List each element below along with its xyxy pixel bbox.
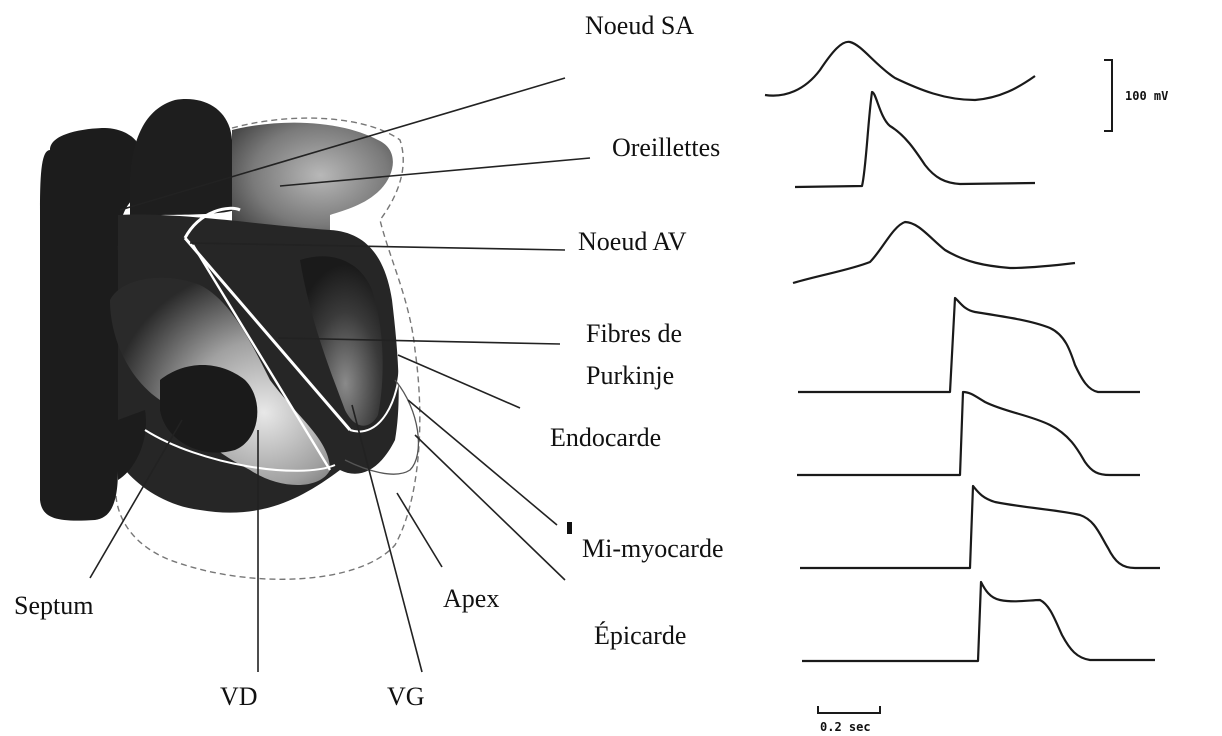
trace-mi-myocarde [800,486,1160,568]
leader-apex [397,493,442,567]
trace-epicarde [802,582,1155,661]
voltage-scale-bar [1104,60,1112,131]
atria [232,123,393,240]
label-vg: VG [387,682,425,711]
trace-purkinje [798,298,1140,392]
time-scale-label: 0.2 sec [820,720,871,734]
voltage-scale-label: 100 mV [1125,89,1168,103]
trace-noeud-sa [765,42,1035,100]
label-oreillettes: Oreillettes [612,133,720,162]
label-septum: Septum [14,591,93,620]
trace-endocarde [797,392,1140,475]
time-scale-bar [818,706,880,713]
trace-noeud-av [793,222,1075,283]
label-mi-myocarde: Mi-myocarde [582,534,724,563]
label-epicarde: Épicarde [594,621,686,650]
label-noeud-sa: Noeud SA [585,11,694,40]
action-potential-traces [765,42,1160,661]
label-vd: VD [220,682,258,711]
leader-mi-myocarde [408,400,557,525]
label-apex: Apex [443,584,499,613]
leader-endocarde [398,355,520,408]
label-fibres-line1: Fibres de [586,319,682,348]
label-noeud-av: Noeud AV [578,227,687,256]
trace-oreillettes [795,92,1035,187]
label-fibres-line2: Purkinje [586,361,674,390]
aorta [130,99,235,215]
marker-tick [567,522,572,534]
scale-bars: 100 mV 0.2 sec [818,60,1168,734]
label-endocarde: Endocarde [550,423,661,452]
